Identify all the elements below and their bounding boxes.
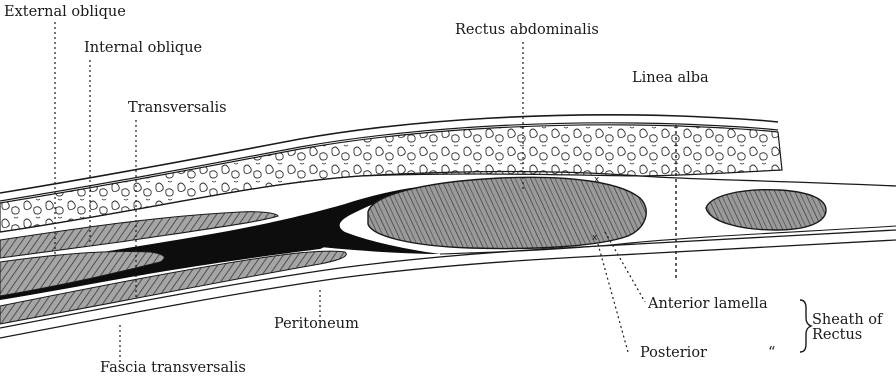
sheath-brace [800, 300, 811, 352]
label-posterior: Posterior [640, 346, 707, 361]
label-rectus-sheath: Rectus [812, 328, 862, 343]
label-peritoneum: Peritoneum [274, 317, 359, 332]
label-internal-oblique: Internal oblique [84, 41, 202, 56]
label-linea-alba: Linea alba [632, 71, 709, 86]
cross-mark-lower: x [592, 233, 598, 243]
rectus-abdominalis-muscle [368, 177, 646, 248]
label-anterior-lamella: Anterior lamella [648, 297, 768, 312]
rectus-abdominalis-right [706, 190, 826, 230]
label-sheath-of: Sheath of [812, 313, 882, 328]
label-rectus-abdominalis: Rectus abdominalis [455, 23, 599, 38]
label-posterior-ditto: “ [768, 346, 775, 361]
leader-posterior [598, 244, 628, 352]
label-fascia-transversalis: Fascia transversalis [100, 361, 246, 376]
cross-mark-upper: x [594, 175, 600, 185]
label-transversalis: Transversalis [128, 101, 227, 116]
label-external-oblique: External oblique [4, 5, 126, 20]
